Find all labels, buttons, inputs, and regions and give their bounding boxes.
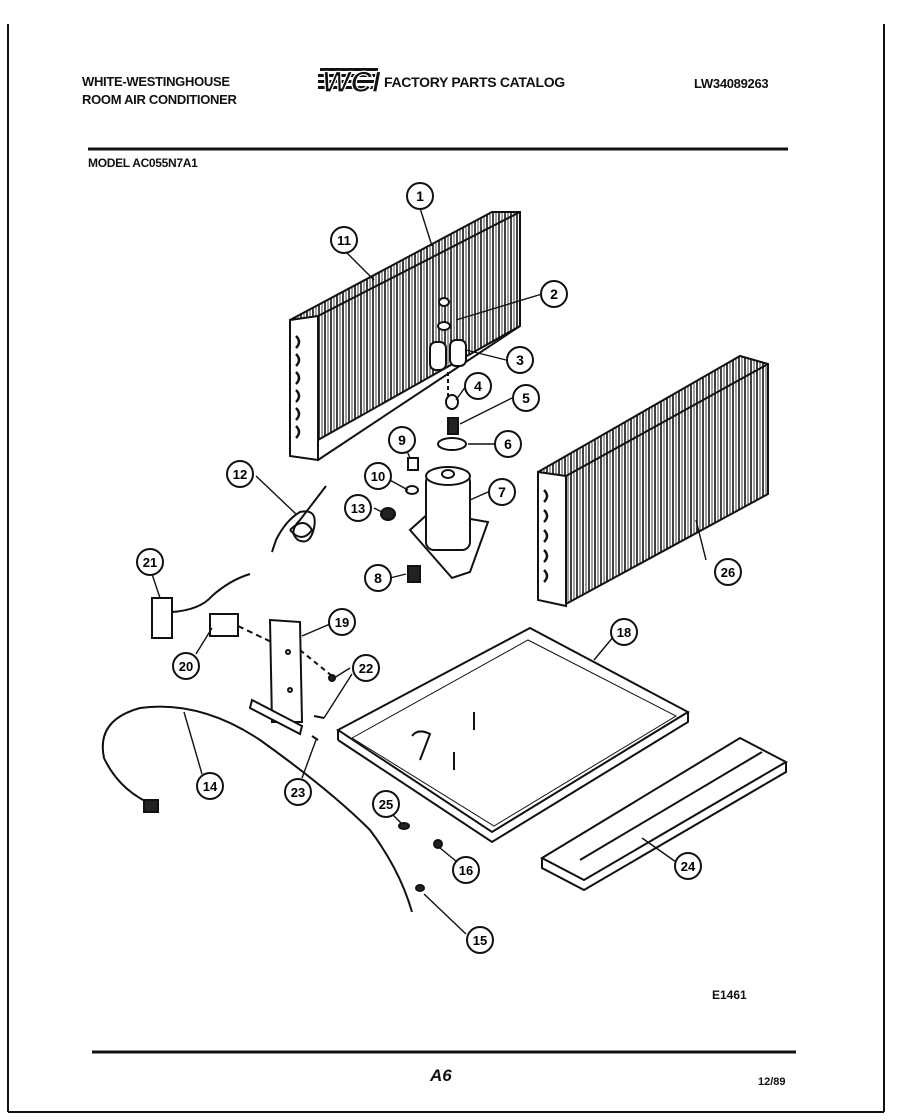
- svg-text:22: 22: [359, 661, 373, 676]
- brand-line-1: WHITE-WESTINGHOUSE: [82, 74, 230, 89]
- evaporator-coil: [289, 211, 521, 462]
- callout-19: 19: [328, 608, 356, 636]
- callout-3: 3: [506, 346, 534, 374]
- callout-12: 12: [226, 460, 254, 488]
- catalog-number: LW34089263: [694, 76, 769, 91]
- svg-text:16: 16: [459, 863, 473, 878]
- callout-20: 20: [172, 652, 200, 680]
- callout-8: 8: [364, 564, 392, 592]
- callout-24: 24: [674, 852, 702, 880]
- callout-13: 13: [344, 494, 372, 522]
- callout-21: 21: [136, 548, 164, 576]
- svg-text:25: 25: [379, 797, 393, 812]
- svg-text:20: 20: [179, 659, 193, 674]
- callout-10: 10: [364, 462, 392, 490]
- svg-text:9: 9: [398, 432, 406, 448]
- svg-text:8: 8: [374, 570, 382, 586]
- callout-18: 18: [610, 618, 638, 646]
- figure-code: E1461: [712, 988, 747, 1002]
- svg-text:2: 2: [550, 286, 558, 302]
- mounting-bracket: [248, 618, 333, 736]
- callout-22: 22: [352, 654, 380, 682]
- callout-11: 11: [330, 226, 358, 254]
- callout-16: 16: [452, 856, 480, 884]
- condenser-coil: [537, 354, 769, 608]
- svg-text:7: 7: [498, 484, 506, 500]
- logo-text: WCI: [322, 66, 381, 98]
- callout-5: 5: [512, 384, 540, 412]
- switch-assembly: [151, 573, 285, 649]
- wci-logo: WCI: [318, 65, 382, 98]
- compressor-hardware: [380, 457, 421, 583]
- svg-text:19: 19: [335, 615, 349, 630]
- callout-25: 25: [372, 790, 400, 818]
- callout-26: 26: [714, 558, 742, 586]
- callout-6: 6: [494, 430, 522, 458]
- callout-23: 23: [284, 778, 312, 806]
- support-rail: [539, 736, 789, 892]
- svg-text:15: 15: [473, 933, 487, 948]
- thermostat: [271, 485, 327, 553]
- catalog-title: FACTORY PARTS CATALOG: [384, 74, 565, 90]
- svg-text:4: 4: [474, 378, 482, 394]
- svg-text:5: 5: [522, 390, 530, 406]
- svg-text:13: 13: [351, 501, 365, 516]
- svg-text:3: 3: [516, 352, 524, 368]
- svg-text:18: 18: [617, 625, 631, 640]
- power-cord: [101, 705, 413, 913]
- base-pan: [336, 626, 691, 844]
- compressor: [408, 466, 490, 580]
- svg-text:21: 21: [143, 555, 157, 570]
- svg-text:10: 10: [371, 469, 385, 484]
- svg-text:24: 24: [681, 859, 696, 874]
- model-number: MODEL AC055N7A1: [88, 156, 198, 170]
- page-number: A6: [430, 1066, 452, 1085]
- svg-text:26: 26: [721, 565, 735, 580]
- callout-2: 2: [540, 280, 568, 308]
- brand-line-2: ROOM AIR CONDITIONER: [82, 92, 237, 107]
- svg-text:1: 1: [416, 188, 424, 204]
- svg-text:11: 11: [337, 233, 351, 248]
- callout-4: 4: [464, 372, 492, 400]
- callout-14: 14: [196, 772, 224, 800]
- svg-text:12: 12: [233, 467, 247, 482]
- callout-9: 9: [388, 426, 416, 454]
- callout-1: 1: [406, 182, 434, 210]
- callout-15: 15: [466, 926, 494, 954]
- fitting-stack: [429, 297, 467, 451]
- svg-text:14: 14: [203, 779, 218, 794]
- callout-7: 7: [488, 478, 516, 506]
- svg-text:23: 23: [291, 785, 305, 800]
- date-code: 12/89: [758, 1076, 786, 1088]
- screws: [311, 674, 443, 892]
- svg-text:6: 6: [504, 436, 512, 452]
